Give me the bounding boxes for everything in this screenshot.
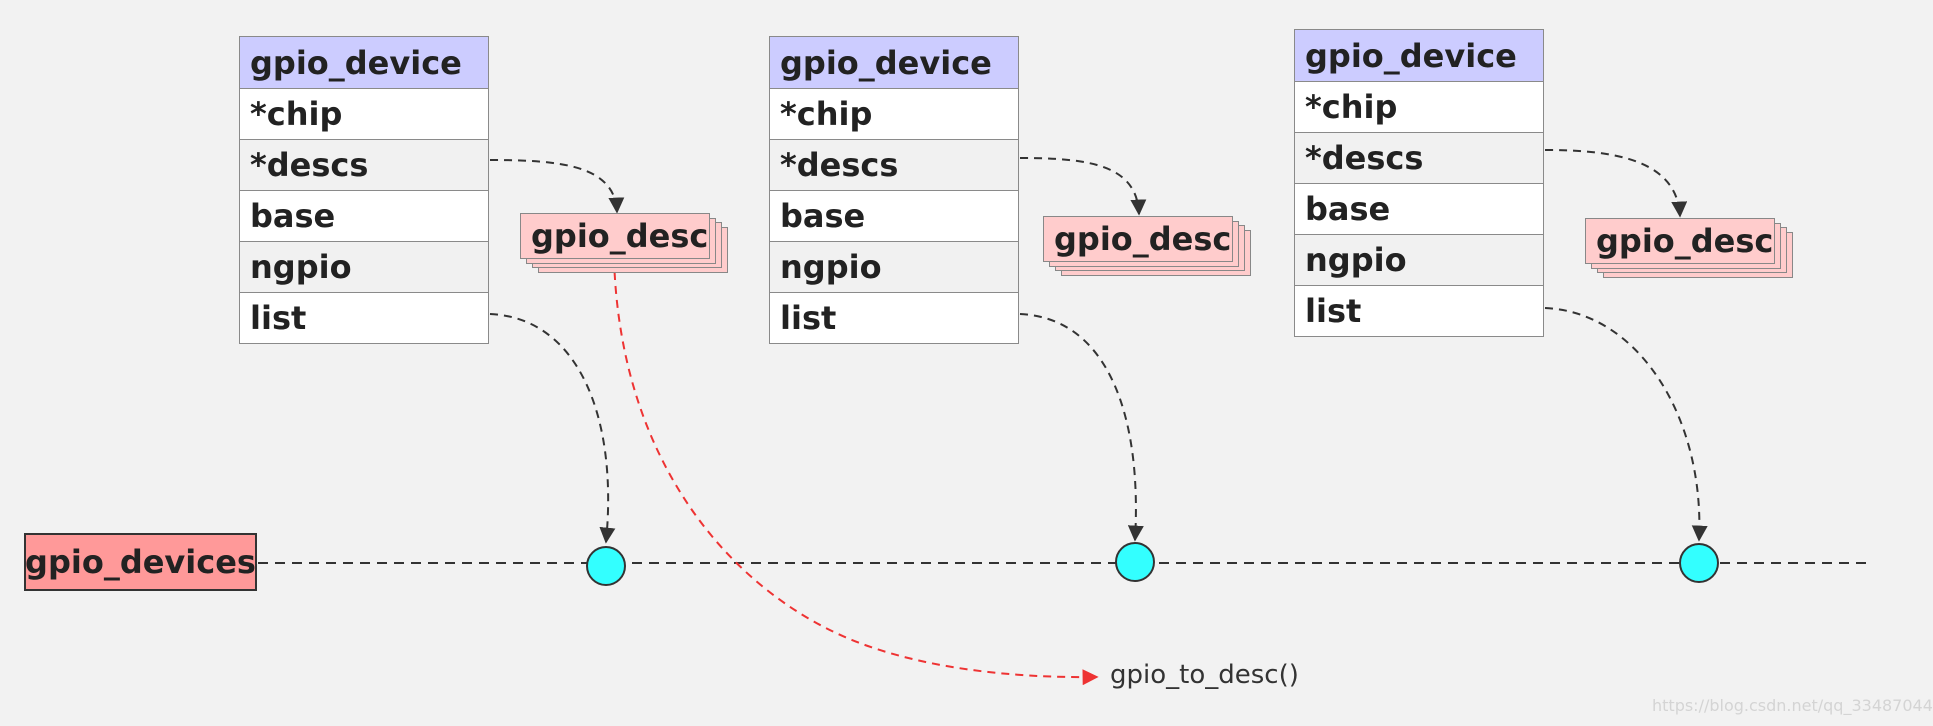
table-header: gpio_device bbox=[1295, 30, 1543, 81]
gpio-to-desc-label: gpio_to_desc() bbox=[1110, 660, 1299, 690]
list-node-2 bbox=[1115, 542, 1155, 582]
gpio-desc-stack-1: gpio_desc bbox=[520, 213, 734, 279]
descs-pointer-3 bbox=[1544, 149, 1688, 218]
list-node-3 bbox=[1679, 543, 1719, 583]
list-pointer-2 bbox=[1019, 313, 1144, 542]
field-list: list bbox=[770, 292, 1018, 343]
field-descs: *descs bbox=[770, 139, 1018, 190]
gpio-devices-list-head: gpio_devices bbox=[24, 533, 257, 591]
list-node-1 bbox=[586, 546, 626, 586]
field-descs: *descs bbox=[240, 139, 488, 190]
list-pointer-1 bbox=[489, 313, 616, 544]
gpio-desc-stack-2: gpio_desc bbox=[1043, 216, 1257, 282]
gpio-desc-stack-3: gpio_desc bbox=[1585, 218, 1799, 284]
field-base: base bbox=[770, 190, 1018, 241]
gpio-to-desc-arrow bbox=[613, 257, 1099, 686]
field-chip: *chip bbox=[770, 88, 1018, 139]
gpio-device-table-1: gpio_device *chip *descs base ngpio list bbox=[239, 36, 489, 344]
table-header: gpio_device bbox=[770, 37, 1018, 88]
desc-card-front: gpio_desc bbox=[1043, 216, 1233, 262]
desc-card-front: gpio_desc bbox=[1585, 218, 1775, 264]
field-base: base bbox=[1295, 183, 1543, 234]
field-chip: *chip bbox=[240, 88, 488, 139]
field-ngpio: ngpio bbox=[240, 241, 488, 292]
field-descs: *descs bbox=[1295, 132, 1543, 183]
field-ngpio: ngpio bbox=[770, 241, 1018, 292]
desc-card-front: gpio_desc bbox=[520, 213, 710, 259]
descs-pointer-1 bbox=[489, 159, 625, 214]
list-pointer-3 bbox=[1544, 307, 1708, 542]
field-ngpio: ngpio bbox=[1295, 234, 1543, 285]
gpio-device-table-2: gpio_device *chip *descs base ngpio list bbox=[769, 36, 1019, 344]
descs-pointer-2 bbox=[1019, 157, 1147, 216]
field-base: base bbox=[240, 190, 488, 241]
field-list: list bbox=[1295, 285, 1543, 336]
gpio-device-table-3: gpio_device *chip *descs base ngpio list bbox=[1294, 29, 1544, 337]
field-chip: *chip bbox=[1295, 81, 1543, 132]
field-list: list bbox=[240, 292, 488, 343]
watermark-text: https://blog.csdn.net/qq_33487044 bbox=[1652, 696, 1933, 715]
table-header: gpio_device bbox=[240, 37, 488, 88]
